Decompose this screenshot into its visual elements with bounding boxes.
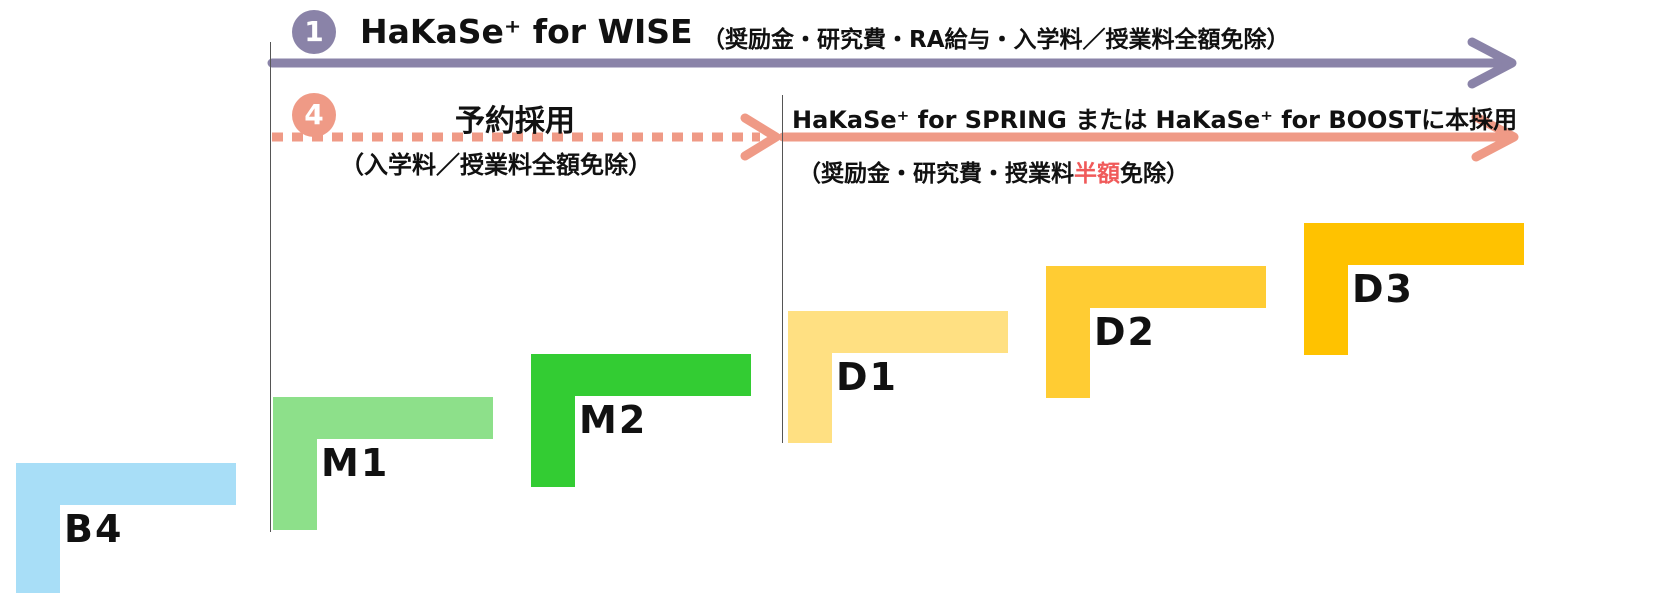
reserve-dashed-arrow bbox=[272, 113, 781, 161]
reserve-title: 予約採用 bbox=[455, 104, 575, 139]
step-d3: D3 bbox=[1304, 223, 1524, 355]
step-m2-label: M2 bbox=[579, 398, 648, 442]
step-b4-left-bar bbox=[16, 463, 60, 593]
main-title: HaKaSe⁺ for SPRING または HaKaSe⁺ for BOOST… bbox=[792, 106, 1518, 134]
wise-arrow bbox=[267, 37, 1517, 89]
main-arrow bbox=[778, 112, 1519, 162]
step-d2: D2 bbox=[1046, 266, 1266, 398]
step-m1-left-bar bbox=[273, 397, 317, 530]
step-b4-label: B4 bbox=[64, 507, 124, 551]
main-detail-suffix: 免除） bbox=[1120, 161, 1189, 187]
step-m1-label: M1 bbox=[321, 441, 390, 485]
badge-number-1: 1 bbox=[292, 10, 336, 54]
step-b4: B4 bbox=[16, 463, 236, 593]
step-m1: M1 bbox=[273, 397, 493, 530]
main-detail: （奨励金・研究費・授業料半額免除） bbox=[798, 154, 1189, 188]
divider-line-middle bbox=[782, 95, 783, 443]
wise-detail: （奨励金・研究費・RA給与・入学料／授業料全額免除） bbox=[702, 27, 1290, 53]
reserve-detail: （入学料／授業料全額免除） bbox=[340, 151, 652, 179]
step-d3-label: D3 bbox=[1352, 267, 1414, 311]
step-d1-label: D1 bbox=[836, 355, 898, 399]
step-m2-left-bar bbox=[531, 354, 575, 487]
step-d1: D1 bbox=[788, 311, 1008, 443]
badge-number-4: 4 bbox=[292, 93, 336, 137]
main-detail-prefix: （奨励金・研究費・授業料 bbox=[798, 161, 1074, 187]
step-m2: M2 bbox=[531, 354, 751, 487]
divider-line-left bbox=[270, 42, 271, 532]
main-detail-highlight: 半額 bbox=[1074, 161, 1120, 187]
wise-title: HaKaSe⁺ for WISE bbox=[360, 12, 693, 51]
step-d2-label: D2 bbox=[1094, 310, 1156, 354]
step-d1-left-bar bbox=[788, 311, 832, 443]
step-d2-left-bar bbox=[1046, 266, 1090, 398]
step-d3-left-bar bbox=[1304, 223, 1348, 355]
